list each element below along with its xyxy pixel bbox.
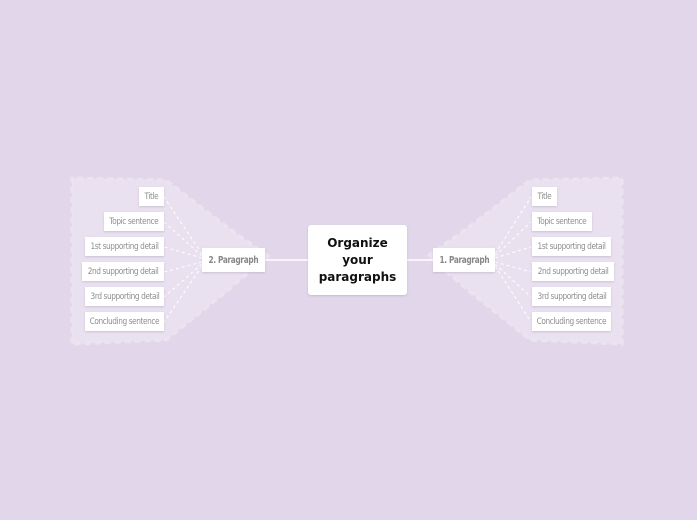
leaf-3rd-supporting-detail[interactable]: 3rd supporting detail (85, 287, 164, 306)
branch-paragraph-1[interactable]: 1. Paragraph (433, 248, 495, 272)
leaf-concluding-sentence[interactable]: Concluding sentence (85, 312, 164, 331)
leaf-topic-sentence[interactable]: Topic sentence (104, 212, 164, 231)
leaf-2nd-supporting-detail[interactable]: 2nd supporting detail (532, 262, 614, 281)
leaf-1st-supporting-detail[interactable]: 1st supporting detail (85, 237, 164, 256)
branch-label: 1. Paragraph (439, 254, 489, 266)
leaf-1st-supporting-detail[interactable]: 1st supporting detail (532, 237, 611, 256)
left-leaf-links (163, 196, 203, 323)
leaf-title[interactable]: Title (139, 187, 164, 206)
central-topic-label: Organize your paragraphs (318, 235, 397, 284)
central-topic[interactable]: Organize your paragraphs (308, 225, 407, 295)
branch-paragraph-2[interactable]: 2. Paragraph (202, 248, 265, 272)
leaf-2nd-supporting-detail[interactable]: 2nd supporting detail (82, 262, 164, 281)
leaf-title[interactable]: Title (532, 187, 557, 206)
branch-label: 2. Paragraph (208, 254, 259, 266)
leaf-topic-sentence[interactable]: Topic sentence (532, 212, 592, 231)
leaf-3rd-supporting-detail[interactable]: 3rd supporting detail (532, 287, 611, 306)
right-leaf-links (494, 196, 532, 323)
leaf-concluding-sentence[interactable]: Concluding sentence (532, 312, 611, 331)
